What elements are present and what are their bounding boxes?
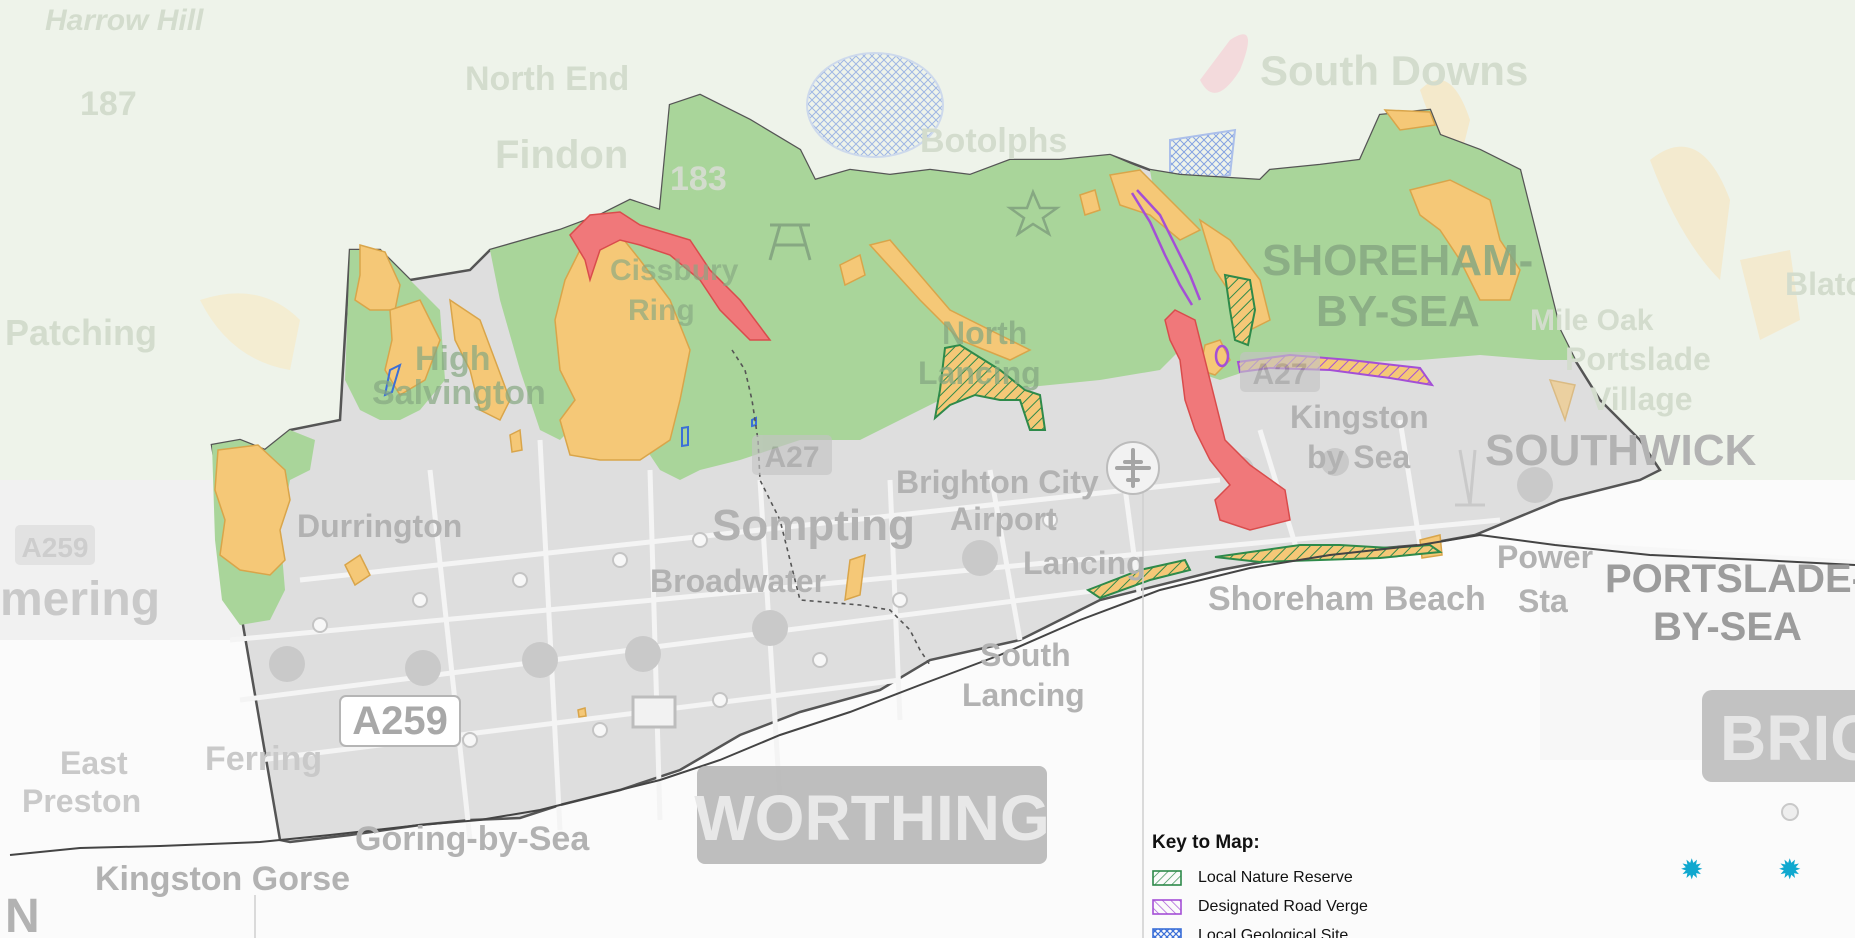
label-south-downs: South Downs bbox=[1260, 47, 1528, 94]
road-label-a27-west: A27 bbox=[764, 441, 819, 474]
label-harrow-hill: Harrow Hill bbox=[45, 4, 204, 37]
label-portslade-by-sea-2: BY-SEA bbox=[1653, 605, 1802, 649]
brighton-banner bbox=[1702, 690, 1855, 782]
legend-swatch-road-verge bbox=[1152, 898, 1182, 915]
label-sta: Sta bbox=[1518, 583, 1568, 619]
label-height-183: 183 bbox=[670, 160, 727, 198]
road-shield-a27-east: A27 bbox=[1240, 352, 1320, 392]
label-shoreham-beach: Shoreham Beach bbox=[1208, 580, 1486, 618]
label-edge-n: N bbox=[5, 890, 40, 938]
label-goring-by-sea: Goring-by-Sea bbox=[355, 820, 590, 858]
road-shield-a27-west: A27 bbox=[752, 435, 832, 475]
worthing-banner bbox=[697, 766, 1047, 864]
label-high: High bbox=[415, 340, 491, 378]
label-shoreham: SHOREHAM- bbox=[1262, 236, 1533, 285]
star-icon bbox=[1006, 188, 1061, 238]
legend-item-road-verge: Designated Road Verge bbox=[1152, 892, 1600, 921]
legend-label-road-verge: Designated Road Verge bbox=[1198, 897, 1368, 915]
label-kingston: Kingston bbox=[1290, 399, 1429, 435]
legend-label-nature-reserve: Local Nature Reserve bbox=[1198, 868, 1353, 886]
label-village: Village bbox=[1590, 381, 1693, 417]
label-by-sea-kingston: by Sea bbox=[1307, 439, 1410, 475]
marker-star-icon: ✹ bbox=[1680, 854, 1704, 885]
label-patching: Patching bbox=[5, 312, 157, 353]
label-ring: Ring bbox=[628, 294, 695, 327]
label-brighton: BRIG bbox=[1720, 702, 1855, 774]
wildlife-sites bbox=[214, 109, 1576, 718]
road-verges-lines bbox=[1130, 189, 1230, 368]
label-portslade-by-sea: PORTSLADE- bbox=[1605, 557, 1855, 601]
label-cissbury: Cissbury bbox=[610, 254, 739, 287]
label-north-end: North End bbox=[465, 60, 629, 98]
map-legend: Key to Map: Local Nature Reserve Designa… bbox=[1140, 822, 1600, 938]
label-east: East bbox=[60, 745, 128, 781]
picnic-icon bbox=[768, 223, 812, 261]
legend-label-geological-site: Local Geological Site bbox=[1198, 926, 1349, 938]
label-height-187: 187 bbox=[80, 85, 137, 123]
label-blatchington: Blatc bbox=[1785, 266, 1855, 302]
road-shield-a259: A259 bbox=[339, 695, 461, 747]
label-durrington: Durrington bbox=[297, 508, 462, 544]
legend-item-geological-site: Local Geological Site bbox=[1152, 921, 1600, 938]
label-north: North bbox=[942, 315, 1027, 351]
label-power: Power bbox=[1497, 539, 1593, 575]
label-south-lancing: Lancing bbox=[962, 677, 1085, 713]
legend-swatch-nature-reserve bbox=[1152, 869, 1182, 886]
label-rustington: mering bbox=[0, 573, 160, 626]
road-label-a259: A259 bbox=[352, 699, 448, 743]
road-junctions-small bbox=[312, 512, 1058, 748]
label-kingston-gorse: Kingston Gorse bbox=[95, 860, 350, 898]
lighthouse-icon bbox=[1455, 449, 1485, 507]
label-worthing: WORTHING bbox=[694, 782, 1050, 854]
road-shield-a259-west: A259 bbox=[15, 525, 95, 565]
airport-icon bbox=[1106, 441, 1160, 495]
label-southwick: SOUTHWICK bbox=[1485, 426, 1757, 475]
legend-swatch-geological-site bbox=[1152, 927, 1182, 938]
label-broadwater: Broadwater bbox=[650, 563, 826, 599]
road-label-a27-east: A27 bbox=[1252, 358, 1307, 391]
label-mile-oak: Mile Oak bbox=[1530, 304, 1654, 337]
label-airport: Airport bbox=[950, 501, 1057, 537]
label-ferring: Ferring bbox=[205, 740, 322, 778]
label-north-lancing: Lancing bbox=[918, 355, 1041, 391]
label-by-sea: BY-SEA bbox=[1316, 287, 1480, 336]
road-label-a259-west: A259 bbox=[22, 532, 89, 563]
legend-item-nature-reserve: Local Nature Reserve bbox=[1152, 863, 1600, 892]
coastline bbox=[9, 533, 1855, 856]
station-icon bbox=[1781, 803, 1799, 821]
label-sompting: Sompting bbox=[712, 501, 915, 550]
place-labels: Harrow Hill 187 183 North End Findon Bot… bbox=[0, 4, 1855, 938]
marker-star-icon-2: ✹ bbox=[1778, 854, 1802, 885]
label-findon: Findon bbox=[495, 133, 628, 177]
priority-sites bbox=[569, 211, 1291, 531]
label-brighton-city: Brighton City bbox=[896, 464, 1099, 500]
museum-icon bbox=[631, 695, 677, 729]
label-south: South bbox=[980, 637, 1071, 673]
label-lancing: Lancing bbox=[1023, 545, 1146, 581]
label-portslade: Portslade bbox=[1565, 341, 1711, 377]
label-botolphs: Botolphs bbox=[920, 122, 1067, 160]
label-preston: Preston bbox=[22, 783, 141, 819]
label-salvington: Salvington bbox=[372, 374, 546, 412]
legend-title: Key to Map: bbox=[1152, 832, 1260, 853]
